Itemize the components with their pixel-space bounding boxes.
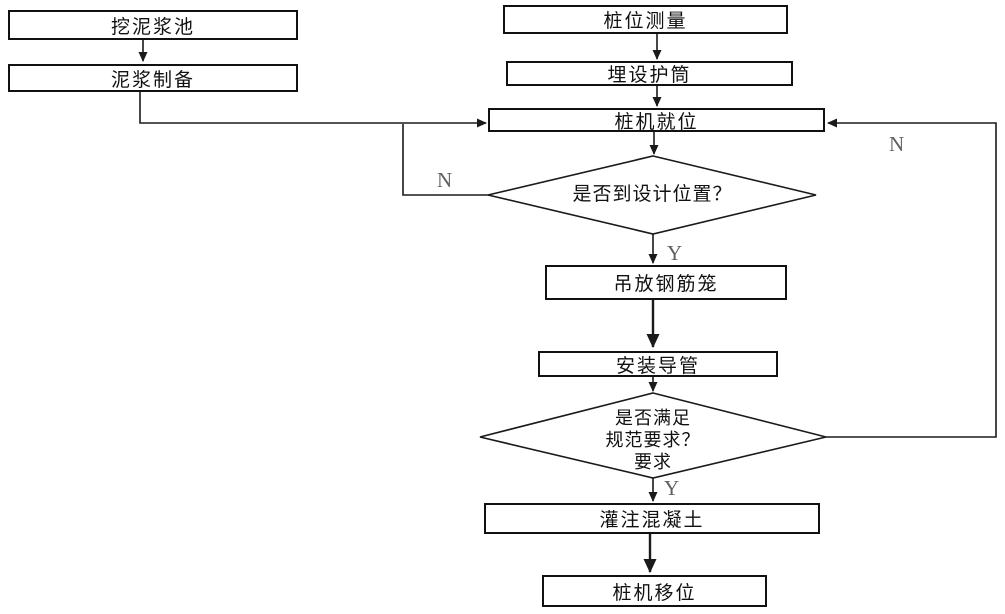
branch-label-decision1-no: N [437,168,453,192]
node-pile-rig-relocate-label: 桩机移位 [612,582,697,604]
node-mud-preparation-label: 泥浆制备 [110,69,195,91]
decision2-diamond [479,392,827,479]
decision2-label-line3: 要求 [634,452,672,472]
node-bury-casing: 埋设护筒 [506,61,793,86]
line-decision2-no-return [826,118,997,438]
node-dig-mud-pool-label: 挖泥浆池 [110,16,195,38]
decision2-label-line2: 规范要求？ [605,430,701,450]
node-pile-position-survey: 桩位测量 [503,5,788,34]
node-dig-mud-pool: 挖泥浆池 [8,10,298,40]
branch-label-decision1-yes: Y [667,241,683,265]
line-decision1-no-return [402,124,490,196]
node-pour-concrete-label: 灌注混凝土 [599,510,705,531]
decision2-label: 是否满足 规范要求？ 要求 [553,407,753,473]
node-pile-rig-in-place: 桩机就位 [488,108,825,133]
decision2-label-line1: 是否满足 [615,408,691,428]
node-hoist-rebar-cage: 吊放钢筋笼 [545,265,787,300]
branch-label-decision2-yes: Y [664,476,680,500]
node-pile-position-survey-label: 桩位测量 [603,11,688,32]
node-pour-concrete: 灌注混凝土 [484,503,820,534]
node-hoist-rebar-cage-label: 吊放钢筋笼 [613,274,719,295]
decision1-diamond [487,155,817,235]
node-pile-rig-in-place-label: 桩机就位 [614,111,699,133]
node-mud-preparation: 泥浆制备 [8,64,298,92]
node-install-tremie-pipe-label: 安装导管 [615,355,700,377]
node-install-tremie-pipe: 安装导管 [538,351,778,377]
arrow-mudprep-to-rig [139,92,487,128]
decision1-label: 是否到设计位置？ [572,184,733,205]
node-pile-rig-relocate: 桩机移位 [542,575,767,607]
branch-label-decision2-no: N [889,132,905,156]
node-bury-casing-label: 埋设护筒 [607,65,692,86]
